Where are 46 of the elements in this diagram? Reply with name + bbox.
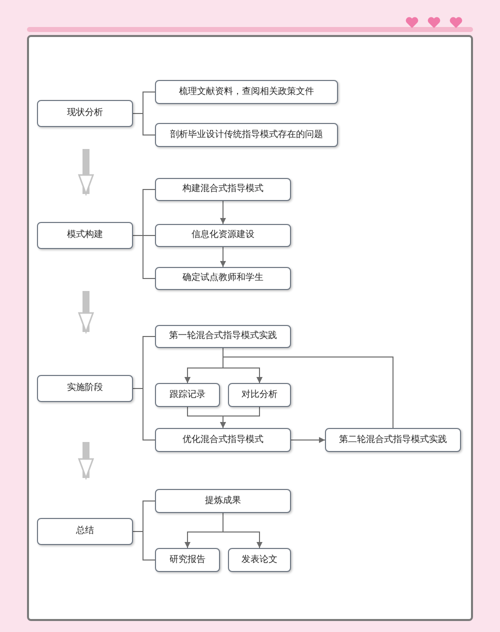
process-box xyxy=(155,178,291,201)
node-label: 发表论文 xyxy=(242,554,278,566)
node-label: 研究报告 xyxy=(170,554,206,566)
process-box xyxy=(155,489,291,513)
process-box xyxy=(155,80,338,104)
arrow xyxy=(220,246,226,268)
process-box xyxy=(325,428,461,452)
node-label: 实施阶段 xyxy=(67,383,103,394)
block-arrow xyxy=(78,149,94,195)
arrow xyxy=(222,356,394,428)
stage-box xyxy=(37,100,133,127)
arrow xyxy=(290,437,326,443)
node-label: 剖析毕业设计传统指导模式存在的问题 xyxy=(170,130,323,140)
node-label: 信息化资源建设 xyxy=(192,230,254,241)
node-label: 梳理文献资料，查阅相关政策文件 xyxy=(179,86,314,98)
process-box xyxy=(228,383,291,407)
block-arrow xyxy=(78,291,94,333)
node-label: 第一轮混合式指导模式实践 xyxy=(169,331,277,342)
node-label: 提炼成果 xyxy=(205,496,241,506)
process-box xyxy=(228,548,291,572)
node-label: 第二轮混合式指导模式实践 xyxy=(339,434,447,446)
stage-box xyxy=(37,518,133,545)
process-box xyxy=(155,123,338,147)
bracket-line xyxy=(132,235,156,279)
arrow xyxy=(222,512,262,548)
bracket-line xyxy=(132,113,156,136)
stage-box xyxy=(37,222,133,249)
stage-box xyxy=(37,375,133,402)
process-box xyxy=(155,383,220,407)
block-arrow xyxy=(78,442,94,479)
node-label: 跟踪记录 xyxy=(170,390,206,400)
process-box xyxy=(155,267,291,290)
node-label: 构建混合式指导模式 xyxy=(182,184,264,195)
bracket-line xyxy=(132,388,156,440)
node-label: 模式构建 xyxy=(67,230,103,241)
node-label: 对比分析 xyxy=(242,390,278,400)
node-label: 优化混合式指导模式 xyxy=(182,434,264,446)
process-box xyxy=(155,548,220,572)
node-label: 确定试点教师和学生 xyxy=(182,273,264,284)
node-label: 总结 xyxy=(76,526,94,537)
process-box xyxy=(155,325,291,348)
node-label: 现状分析 xyxy=(67,108,103,119)
arrow xyxy=(220,406,260,428)
process-box xyxy=(155,428,291,452)
arrow xyxy=(220,200,226,224)
process-box xyxy=(155,224,291,247)
